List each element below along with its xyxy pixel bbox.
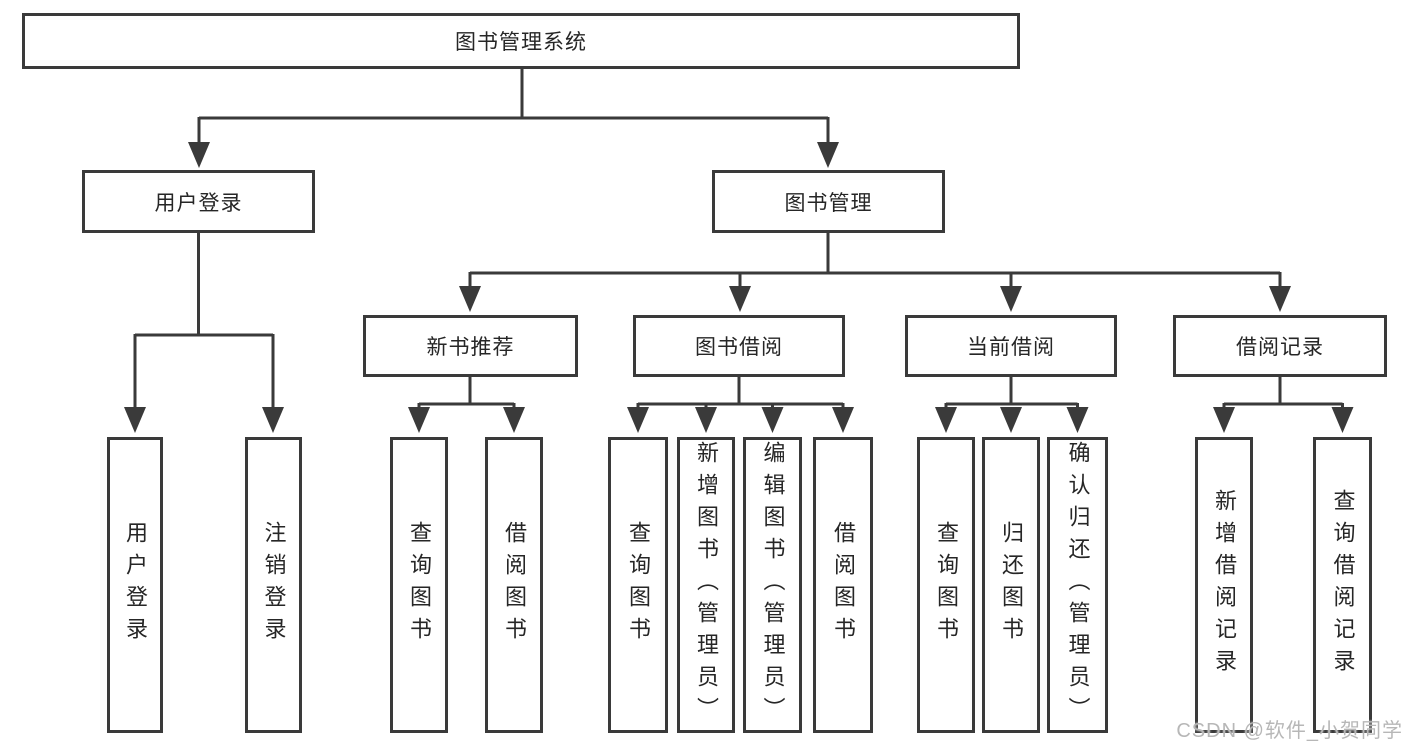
leaf-logout: 注销登录 [245,437,302,733]
arrowheads [124,142,1354,433]
leaf-confirm-return-admin-label: 确认归还（管理员） [1065,441,1091,729]
leaf-borrow-query-book-label: 查询图书 [626,521,651,649]
leaf-user-login-label: 用户登录 [123,521,148,649]
node-new-book-recommend-label: 新书推荐 [426,336,515,359]
leaf-confirm-return-admin: 确认归还（管理员） [1047,437,1108,733]
node-user-login-group: 用户登录 [82,170,315,233]
leaf-return-book: 归还图书 [982,437,1040,733]
leaf-return-book-label: 归还图书 [999,521,1024,649]
node-book-management-label: 图书管理 [784,191,873,215]
leaf-rec-query-book: 查询图书 [390,437,448,733]
node-borrow-record-label: 借阅记录 [1236,336,1324,359]
leaf-query-borrow-record: 查询借阅记录 [1313,437,1372,733]
connector-paths [133,69,1344,410]
leaf-borrow-borrow-book: 借阅图书 [813,437,873,733]
leaf-rec-borrow-book-label: 借阅图书 [502,521,527,649]
node-root-label: 图书管理系统 [455,31,587,54]
node-book-borrow-label: 图书借阅 [695,336,783,359]
node-current-borrow: 当前借阅 [905,315,1117,377]
leaf-add-borrow-record: 新增借阅记录 [1195,437,1253,733]
leaf-user-login: 用户登录 [107,437,163,733]
leaf-logout-label: 注销登录 [261,521,287,649]
leaf-borrow-borrow-book-label: 借阅图书 [831,521,856,649]
leaf-rec-query-book-label: 查询图书 [407,521,432,649]
leaf-current-query-book-label: 查询图书 [934,521,959,649]
leaf-add-book-admin: 新增图书（管理员） [677,437,735,733]
node-user-login-group-label: 用户登录 [154,191,243,215]
leaf-edit-book-admin-label: 编辑图书（管理员） [760,441,786,729]
leaf-current-query-book: 查询图书 [917,437,975,733]
leaf-add-borrow-record-label: 新增借阅记录 [1212,489,1237,681]
leaf-rec-borrow-book: 借阅图书 [485,437,543,733]
node-book-management: 图书管理 [712,170,945,233]
csdn-watermark: CSDN @软件_小贺同学 [1176,720,1403,742]
leaf-query-borrow-record-label: 查询借阅记录 [1330,489,1356,681]
leaf-borrow-query-book: 查询图书 [608,437,668,733]
leaf-add-book-admin-label: 新增图书（管理员） [694,441,719,729]
leaf-edit-book-admin: 编辑图书（管理员） [743,437,802,733]
node-current-borrow-label: 当前借阅 [967,336,1055,359]
node-new-book-recommend: 新书推荐 [363,315,578,377]
node-root: 图书管理系统 [22,13,1020,69]
node-book-borrow: 图书借阅 [633,315,845,377]
node-borrow-record: 借阅记录 [1173,315,1387,377]
